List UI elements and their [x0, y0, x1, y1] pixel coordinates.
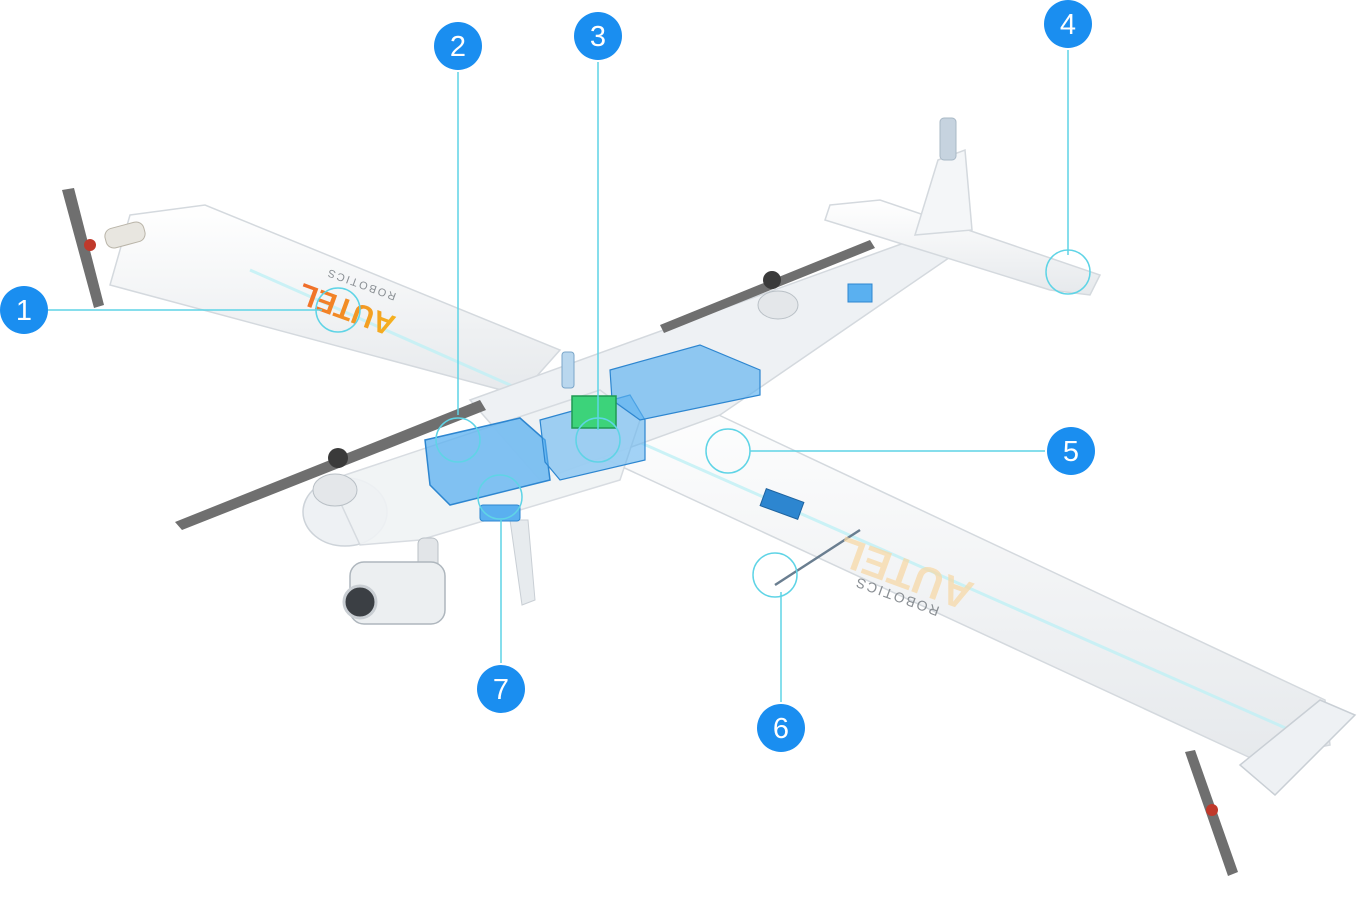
- servo-linkage: [774, 528, 861, 587]
- marker-circle-1[interactable]: [0, 286, 48, 334]
- gimbal-camera: [342, 537, 446, 625]
- tail-servo: [847, 283, 873, 303]
- vertical-tail: [913, 148, 973, 236]
- marker-label-3: 3: [590, 21, 606, 53]
- callout-ring-1: [315, 287, 361, 333]
- internal-components: [424, 283, 873, 587]
- left-tip-propeller: [62, 188, 104, 308]
- callout-ring-5: [705, 428, 751, 474]
- markers: 1 2 3 4 5 6 7: [0, 0, 1095, 752]
- tail-antenna: [939, 117, 957, 161]
- wing-servo: [759, 488, 805, 520]
- gps-module: [571, 395, 617, 429]
- rear-lift-motor: [757, 290, 799, 320]
- front-lift-hub: [328, 448, 348, 468]
- marker-1[interactable]: 1: [0, 286, 48, 334]
- marker-label-1: 1: [16, 295, 32, 327]
- propellers: [62, 188, 1238, 876]
- battery-pack: [424, 417, 551, 506]
- marker-circle-3[interactable]: [574, 12, 622, 60]
- airframe: [104, 117, 1357, 797]
- lower-fin: [509, 519, 536, 606]
- marker-label-2: 2: [450, 31, 466, 63]
- right-tip-hub: [1206, 804, 1218, 816]
- marker-5[interactable]: 5: [1047, 427, 1095, 475]
- marker-4[interactable]: 4: [1044, 0, 1092, 48]
- front-lift-propeller: [175, 400, 486, 530]
- left-wing: [109, 204, 562, 396]
- callout-ring-7: [477, 474, 523, 520]
- marker-circle-6[interactable]: [757, 704, 805, 752]
- callout-ring-6: [752, 552, 798, 598]
- marker-3[interactable]: 3: [574, 12, 622, 60]
- rear-lift-hub: [763, 271, 781, 289]
- front-lift-motor: [312, 473, 358, 507]
- marker-label-5: 5: [1063, 436, 1079, 468]
- horizontal-tail: [824, 199, 1102, 296]
- marker-2[interactable]: 2: [434, 22, 482, 70]
- marker-6[interactable]: 6: [757, 704, 805, 752]
- marker-label-6: 6: [773, 713, 789, 745]
- marker-circle-2[interactable]: [434, 22, 482, 70]
- marker-circle-7[interactable]: [477, 665, 525, 713]
- camera-lens: [342, 584, 378, 620]
- callout-ring-2: [435, 417, 481, 463]
- marker-circle-5[interactable]: [1047, 427, 1095, 475]
- left-tip-hub: [84, 239, 96, 251]
- marker-label-7: 7: [493, 674, 509, 706]
- marker-label-4: 4: [1060, 9, 1076, 41]
- right-wingtip-pod: [1238, 699, 1357, 797]
- callout-ring-3: [575, 417, 621, 463]
- callout-ring-4: [1045, 249, 1091, 295]
- mast-antenna: [561, 351, 575, 389]
- marker-7[interactable]: 7: [477, 665, 525, 713]
- callouts: [48, 50, 1091, 702]
- marker-circle-4[interactable]: [1044, 0, 1092, 48]
- left-wingtip-motor: [104, 221, 146, 249]
